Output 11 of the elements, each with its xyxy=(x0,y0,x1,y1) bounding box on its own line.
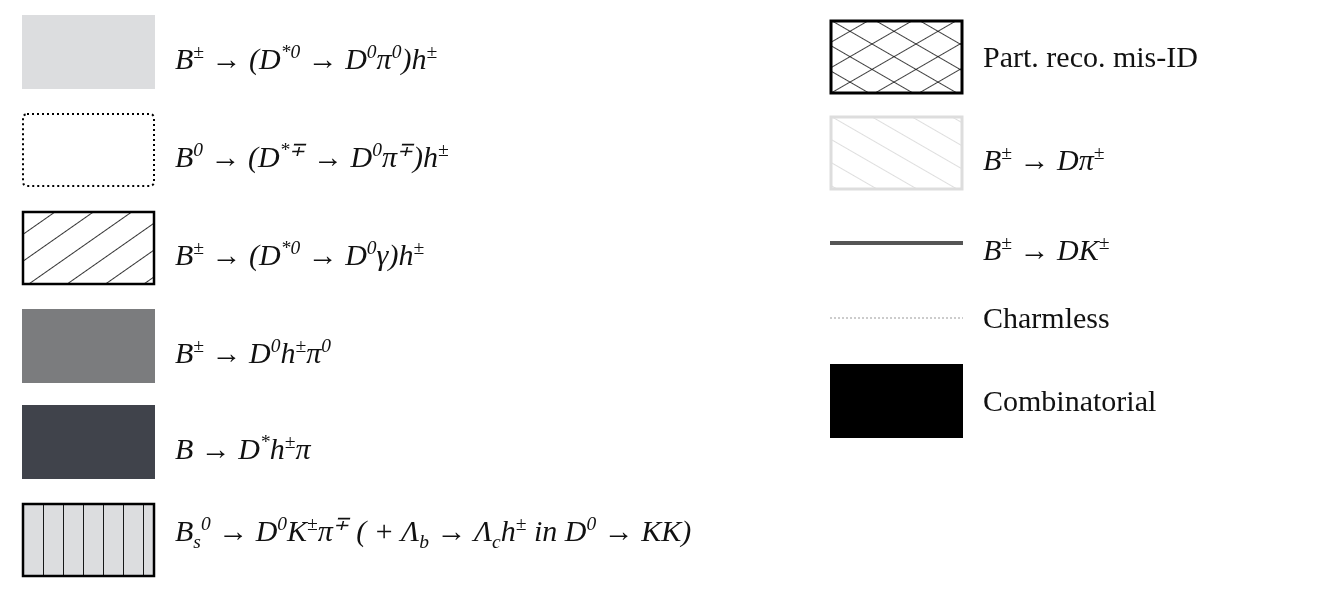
legend-label: Charmless xyxy=(983,300,1110,336)
legend-label: B$^{0}$ → (D$^{*∓}$ → D$^{0}$π$^{∓}$)h$^{±}$ xyxy=(175,138,449,175)
legend-label: B$^{±}$ → Dπ$^{±}$ xyxy=(983,141,1105,178)
legend-label: B$^{±}$ → (D$^{*0}$ → D$^{0}$π$^{0}$)h$^{±}$ xyxy=(175,40,438,77)
legend-label: Part. reco. mis-ID xyxy=(983,39,1198,75)
legend-label: B$^{±}$ → D$^{0}$h$^{±}$π$^{0}$ xyxy=(175,334,331,371)
legend-label: B → D$^{*}$h$^{±}$π xyxy=(175,430,311,467)
legend-label: Combinatorial xyxy=(983,383,1157,419)
legend-label: B$^{±}$ → DK$^{±}$ xyxy=(983,231,1110,268)
legend-label: B$^{±}$ → (D$^{*0}$ → D$^{0}$γ)h$^{±}$ xyxy=(175,236,425,273)
legend-label: B$_{s}$$^{0}$ → D$^{0}$K$^{±}$π$^{∓}$ ( + Λ$_{b}$ → Λ$_{c}$h$^{±}$ in D$^{0}$ → KK) xyxy=(175,512,693,554)
